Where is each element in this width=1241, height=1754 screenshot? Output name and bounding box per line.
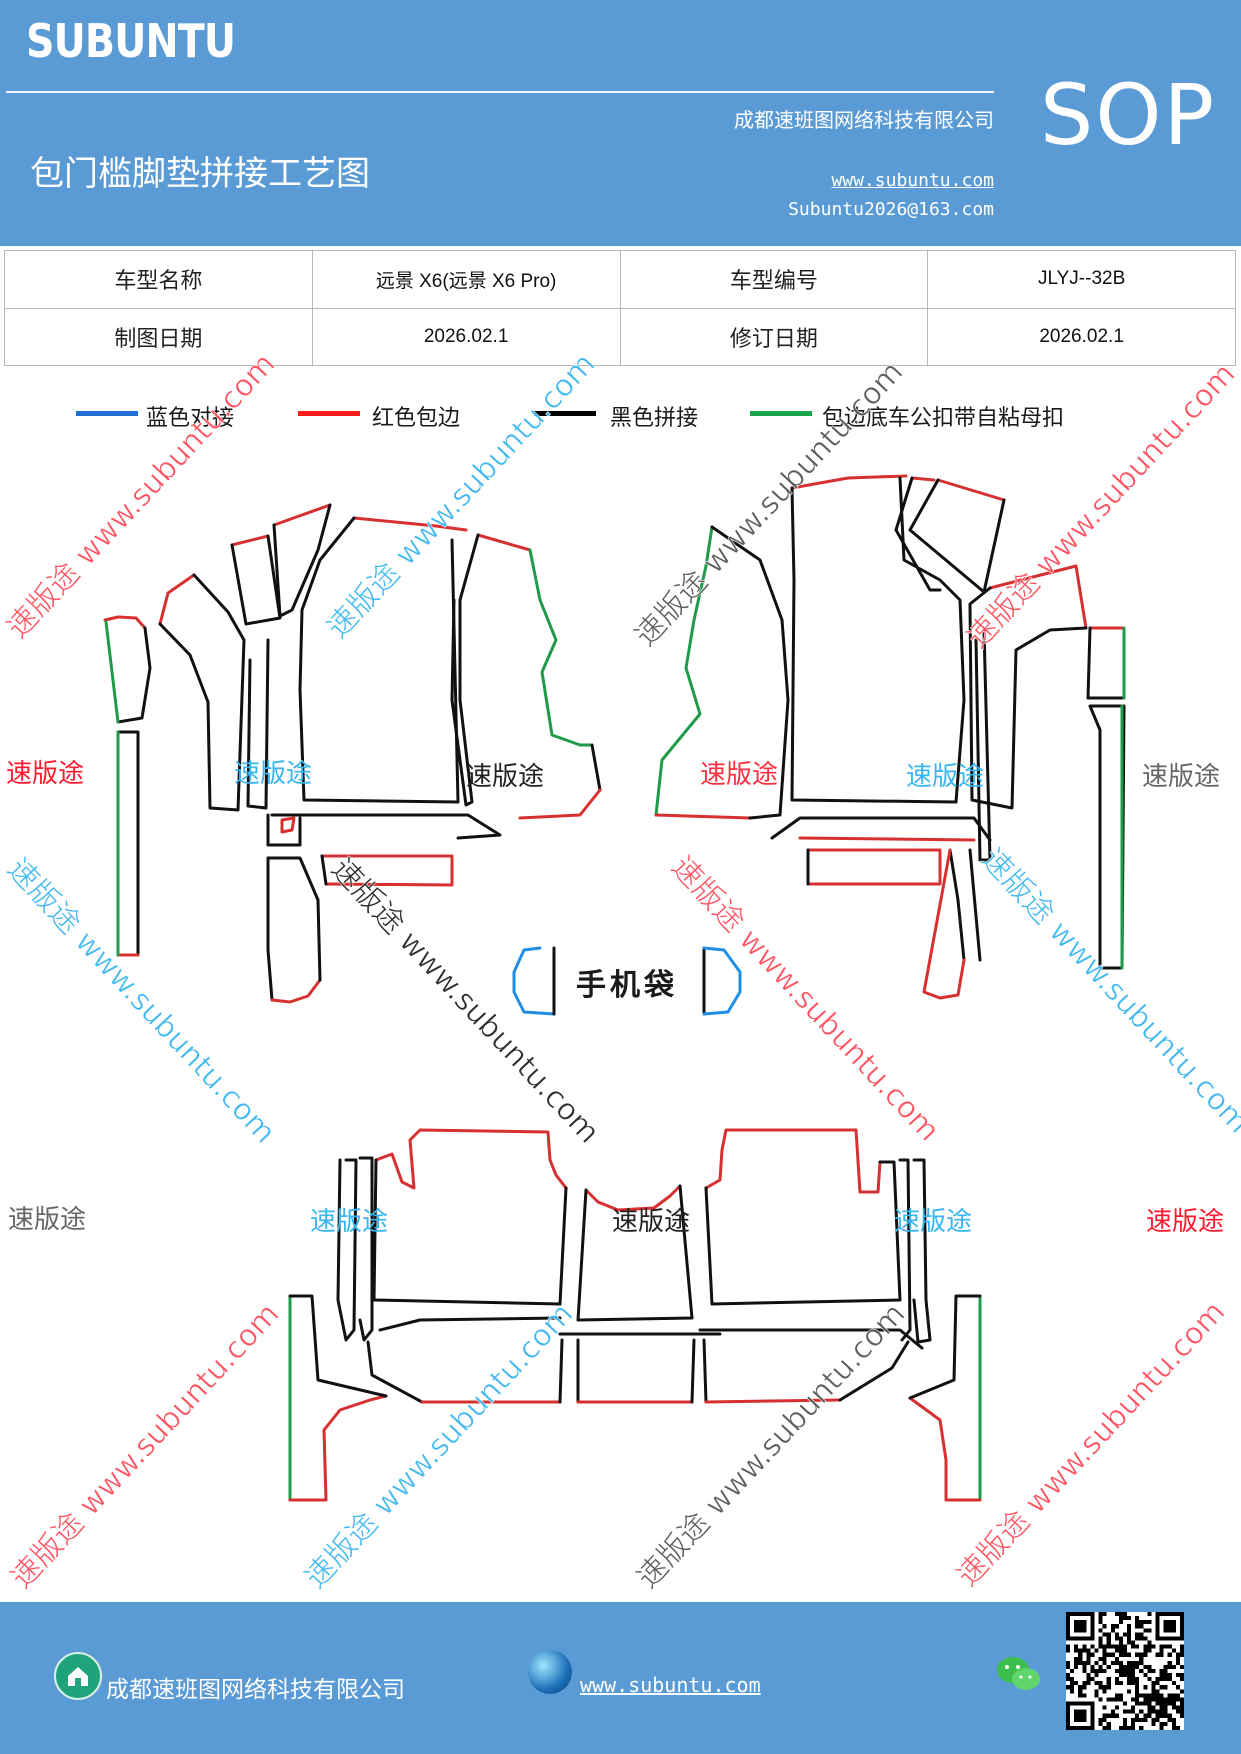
legend-item-black: 黑色拼接	[534, 400, 714, 440]
watermark-diagonal: 速版途 www.subuntu.com	[298, 1297, 580, 1596]
legend-swatch-green	[750, 411, 812, 416]
rear-mat	[288, 1128, 982, 1502]
draw-date-label: 制图日期	[4, 307, 313, 366]
header-band	[0, 0, 1241, 246]
table-row: 车型名称 远景 X6(远景 X6 Pro) 车型编号 JLYJ--32B	[4, 250, 1236, 309]
watermark-brand: 速版途	[310, 1207, 388, 1237]
watermark-brand: 速版途	[894, 1207, 972, 1237]
watermark-diagonal: 速版途 www.subuntu.com	[0, 852, 282, 1151]
legend-item-red: 红色包边	[298, 400, 478, 440]
watermark-brand: 速版途	[1146, 1207, 1224, 1237]
watermark-brand: 速版途	[906, 762, 984, 792]
legend-item-blue: 蓝色对接	[76, 400, 256, 440]
page-title: 包门槛脚垫拼接工艺图	[30, 154, 370, 194]
table-row: 制图日期 2026.02.1 修订日期 2026.02.1	[4, 307, 1236, 366]
phone-bag-label: 手机袋	[576, 968, 678, 1003]
footer-company: 成都速班图网络科技有限公司	[106, 1677, 405, 1703]
legend-item-green: 包边底车公扣带自粘母扣	[750, 400, 1130, 440]
header-email[interactable]: Subuntu2026@163.com	[788, 199, 994, 220]
legend-swatch-black	[534, 411, 596, 416]
watermark-diagonal: 速版途 www.subuntu.com	[628, 355, 910, 654]
watermark-diagonal: 速版途 www.subuntu.com	[664, 850, 946, 1149]
revise-date-value: 2026.02.1	[927, 307, 1236, 366]
legend-label: 红色包边	[372, 406, 461, 431]
watermark-diagonal: 速版途 www.subuntu.com	[4, 1297, 286, 1596]
watermark-brand: 速版途	[466, 762, 544, 792]
legend-swatch-red	[298, 411, 360, 416]
brand-logo: SUBUNTU	[26, 14, 236, 68]
footer-website-link[interactable]: www.subuntu.com	[580, 1673, 761, 1697]
model-name-value: 远景 X6(远景 X6 Pro)	[311, 250, 621, 309]
model-code-label: 车型编号	[619, 250, 929, 309]
globe-icon	[528, 1650, 572, 1694]
watermark-diagonal: 速版途 www.subuntu.com	[0, 347, 282, 646]
watermark-brand: 速版途	[1142, 762, 1220, 792]
header-website-link[interactable]: www.subuntu.com	[831, 170, 994, 191]
watermark-brand: 速版途	[8, 1205, 86, 1235]
watermark-brand: 速版途	[6, 759, 84, 789]
watermark-brand: 速版途	[700, 760, 778, 790]
wechat-icon[interactable]	[994, 1652, 1044, 1696]
model-name-label: 车型名称	[4, 250, 313, 309]
right-front-mat	[654, 474, 1126, 1000]
watermark-diagonal: 速版途 www.subuntu.com	[324, 852, 606, 1151]
watermark-brand: 速版途	[612, 1207, 690, 1237]
watermark-diagonal: 速版途 www.subuntu.com	[974, 842, 1241, 1141]
qr-code[interactable]	[1066, 1612, 1184, 1730]
model-code-value: JLYJ--32B	[927, 250, 1236, 309]
header-company: 成都速班图网络科技有限公司	[734, 108, 994, 132]
legend-label: 包边底车公扣带自粘母扣	[822, 406, 1065, 431]
phone-bag-pieces	[512, 946, 742, 1016]
legend-label: 蓝色对接	[146, 406, 235, 431]
sop-badge: SOP	[1040, 66, 1217, 164]
legend-label: 黑色拼接	[610, 406, 699, 431]
watermark-diagonal: 速版途 www.subuntu.com	[630, 1297, 912, 1596]
left-front-mat	[103, 503, 602, 1004]
legend-swatch-blue	[76, 411, 138, 416]
house-icon	[54, 1652, 102, 1700]
draw-date-value: 2026.02.1	[311, 307, 621, 366]
watermark-diagonal: 速版途 www.subuntu.com	[950, 1295, 1232, 1594]
revise-date-label: 修订日期	[619, 307, 929, 366]
watermark-brand: 速版途	[234, 759, 312, 789]
header-divider	[6, 91, 994, 93]
spec-table: 车型名称 远景 X6(远景 X6 Pro) 车型编号 JLYJ--32B 制图日…	[4, 250, 1236, 366]
